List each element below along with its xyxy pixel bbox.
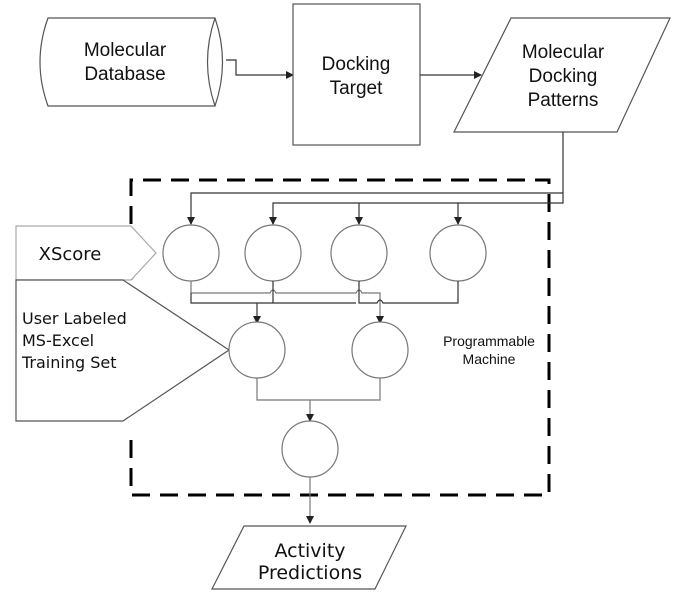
hidden-layer <box>228 321 409 379</box>
activity-predictions-label-2: Predictions <box>258 562 362 584</box>
xscore-label: XScore <box>39 244 102 265</box>
activity-predictions-label-1: Activity <box>274 540 345 562</box>
input-feed-lines <box>187 132 564 225</box>
output-neuron <box>281 420 339 478</box>
input-neuron-2 <box>244 224 302 282</box>
input-neuron-1 <box>162 224 220 282</box>
edge-hidden-to-output <box>256 378 381 421</box>
programmable-machine-label-1: Programmable <box>443 333 535 349</box>
edge-patterns-to-input-2 <box>269 193 564 225</box>
training-set-label-1: User Labeled <box>22 309 127 328</box>
activity-predictions-node: Activity Predictions <box>211 525 407 590</box>
docking-patterns-label-1: Molecular <box>522 42 605 63</box>
programmable-machine-label-2: Machine <box>463 351 516 367</box>
docking-patterns-node: Molecular Docking Patterns <box>453 17 671 133</box>
xscore-node: XScore <box>15 225 157 281</box>
training-set-label-2: MS-Excel <box>22 331 94 350</box>
training-set-node: User Labeled MS-Excel Training Set <box>15 279 231 422</box>
input-layer <box>162 224 487 282</box>
molecular-database-node: Molecular Database <box>39 17 224 107</box>
input-neuron-4 <box>429 224 487 282</box>
edge-input-bus <box>190 281 459 304</box>
molecular-database-label-2: Database <box>84 64 165 85</box>
hidden-neuron-1 <box>228 321 286 379</box>
edge-input-to-hidden-2 <box>190 281 384 324</box>
edge-database-to-target <box>226 59 294 79</box>
hidden-neuron-2 <box>351 321 409 379</box>
molecular-database-label-1: Molecular <box>84 40 167 61</box>
programmable-machine-boundary: Programmable Machine <box>129 178 551 497</box>
input-to-hidden-connections <box>190 281 459 324</box>
edge-patterns-to-input-1 <box>187 132 564 225</box>
docking-target-label-1: Docking <box>322 54 391 75</box>
docking-target-label-2: Target <box>330 78 384 99</box>
docking-patterns-label-2: Docking <box>529 66 598 87</box>
docking-target-node: Docking Target <box>292 3 421 146</box>
training-set-label-3: Training Set <box>21 353 117 372</box>
docking-patterns-label-3: Patterns <box>528 90 599 111</box>
input-neuron-3 <box>330 224 388 282</box>
